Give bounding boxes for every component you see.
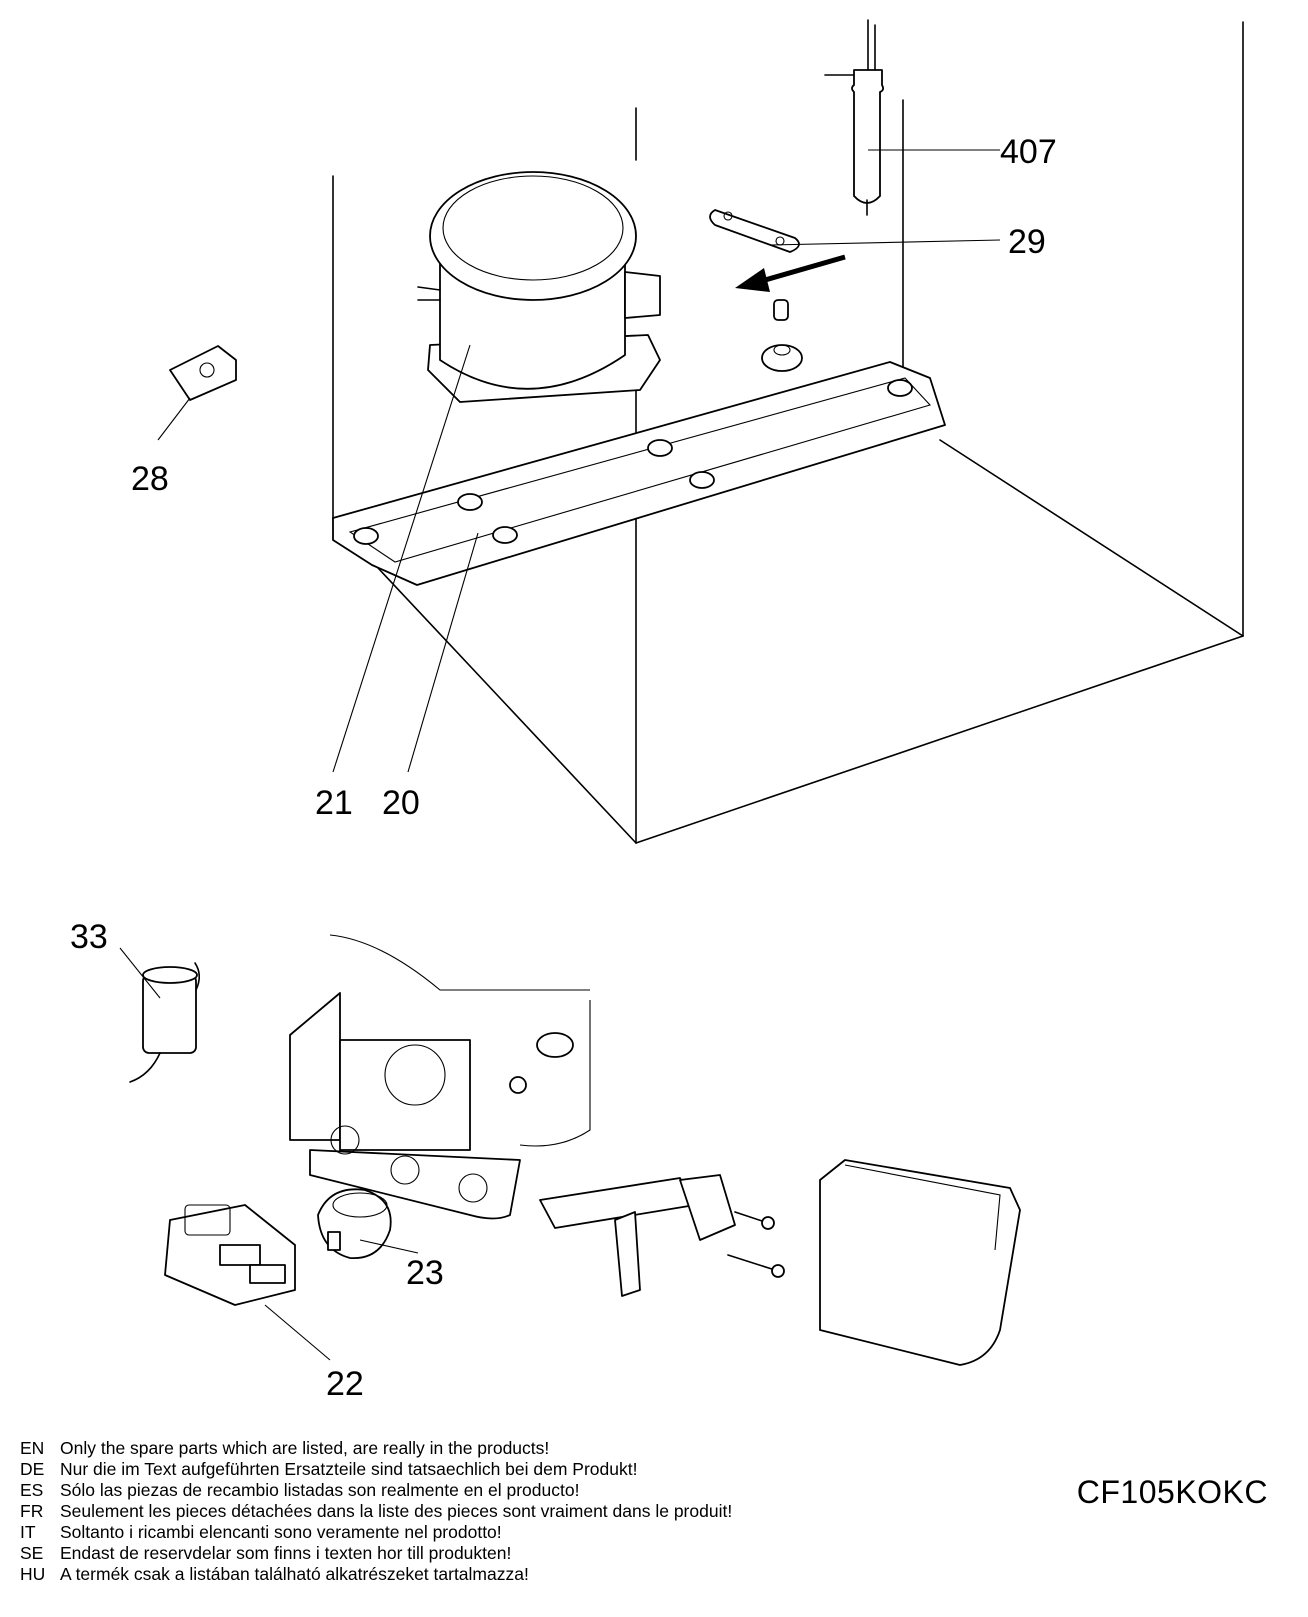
callout-21: 21 xyxy=(315,784,353,822)
overload-protector xyxy=(317,1188,419,1259)
grommet xyxy=(761,299,803,372)
note-text: Seulement les pieces détachées dans la l… xyxy=(60,1501,733,1521)
note-it: IT Soltanto i ricambi elencanti sono vera… xyxy=(20,1522,920,1543)
callout-407: 407 xyxy=(1000,133,1057,171)
note-lang: HU xyxy=(20,1564,46,1584)
clip-part xyxy=(169,345,237,401)
note-en: EN Only the spare parts which are listed,… xyxy=(20,1438,920,1459)
leader-lines-upper xyxy=(157,149,1001,773)
multilingual-notice: EN Only the spare parts which are listed,… xyxy=(20,1438,920,1585)
note-lang: DE xyxy=(20,1459,45,1479)
note-se: SE Endast de reservdelar som finns i text… xyxy=(20,1543,920,1564)
note-text: Soltanto i ricambi elencanti sono verame… xyxy=(60,1522,502,1542)
compressor-detail xyxy=(289,934,591,1220)
bracket-part xyxy=(709,209,800,253)
terminal-cover xyxy=(819,1159,1021,1366)
callout-29: 29 xyxy=(1008,223,1046,261)
note-de: DE Nur die im Text aufgeführten Ersatztei… xyxy=(20,1459,920,1480)
callout-20: 20 xyxy=(382,784,420,822)
callout-22: 22 xyxy=(326,1365,364,1403)
note-text: Only the spare parts which are listed, a… xyxy=(60,1438,550,1458)
starting-relay xyxy=(164,1204,331,1361)
note-text: Endast de reservdelar som finns i texten… xyxy=(60,1543,512,1563)
note-text: A termék csak a listában található alkat… xyxy=(60,1564,529,1584)
note-lang: ES xyxy=(20,1480,44,1500)
note-es: ES Sólo las piezas de recambio listadas s… xyxy=(20,1480,920,1501)
note-text: Sólo las piezas de recambio listadas son… xyxy=(60,1480,580,1500)
callout-23: 23 xyxy=(406,1254,444,1292)
callout-labels: 407 29 28 21 20 33 23 22 xyxy=(70,133,1057,1403)
cable-holder xyxy=(539,1174,785,1297)
note-lang: IT xyxy=(20,1522,36,1542)
model-code: CF105KOKC xyxy=(1076,1474,1268,1510)
note-hu: HU A termék csak a listában található alk… xyxy=(20,1564,920,1585)
callout-33: 33 xyxy=(70,918,108,956)
direction-arrow xyxy=(735,254,846,292)
callout-28: 28 xyxy=(131,460,169,498)
note-lang: SE xyxy=(20,1543,44,1563)
mounting-rail xyxy=(332,361,946,586)
drier-filter xyxy=(824,19,885,216)
capacitor xyxy=(119,947,201,1083)
note-lang: EN xyxy=(20,1438,45,1458)
note-text: Nur die im Text aufgeführten Ersatzteile… xyxy=(60,1459,638,1479)
note-lang: FR xyxy=(20,1501,44,1521)
compressor xyxy=(417,171,661,403)
note-fr: FR Seulement les pieces détachées dans la… xyxy=(20,1501,920,1522)
